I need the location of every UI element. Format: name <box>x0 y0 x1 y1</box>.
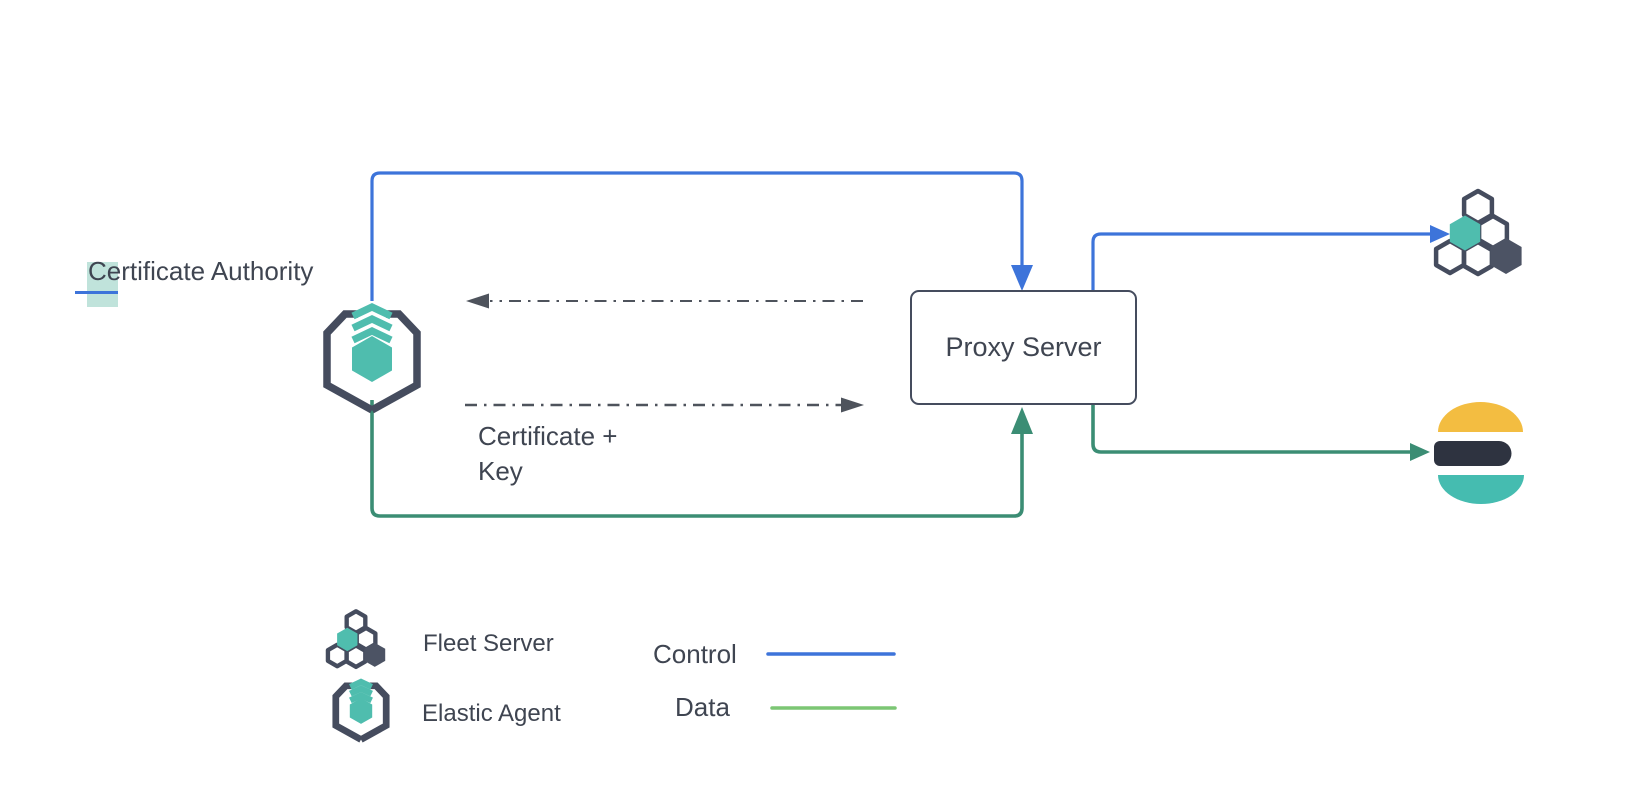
text-selection-highlight <box>87 262 118 307</box>
legend-fleet-server-label: Fleet Server <box>423 630 554 657</box>
elastic-agent-icon <box>323 303 421 414</box>
control-line-proxy-to-fleet <box>1091 232 1431 290</box>
certificate-key-label: Certificate + Key <box>478 421 618 486</box>
data-line-proxy-to-elasticsearch <box>1091 405 1411 454</box>
legend-data-label: Data <box>675 692 730 722</box>
data-line-agent-to-proxy <box>370 400 1024 518</box>
control-arrowhead-into-proxy <box>1011 265 1033 291</box>
control-arrowhead-into-fleet <box>1430 225 1450 243</box>
dashed-arrowhead-left <box>466 293 489 309</box>
proxy-server-label: Proxy Server <box>945 332 1102 362</box>
control-line-agent-to-proxy <box>370 171 1024 301</box>
dashed-arrowhead-right <box>841 397 864 413</box>
elasticsearch-icon <box>1434 402 1524 504</box>
data-arrowhead-into-elasticsearch <box>1410 443 1430 461</box>
legend-elastic-agent-label: Elastic Agent <box>422 700 561 727</box>
legend-control-label: Control <box>653 639 737 669</box>
data-arrowhead-into-proxy <box>1011 407 1033 434</box>
fleet-server-icon <box>1433 188 1522 277</box>
proxy-server-box: Proxy Server <box>910 290 1137 405</box>
legend-fleet-server-icon <box>325 609 386 670</box>
legend-elastic-agent-icon <box>332 678 390 743</box>
text-cursor-underline <box>75 291 118 294</box>
certificate-authority-label: Certificate Authority <box>88 256 314 286</box>
